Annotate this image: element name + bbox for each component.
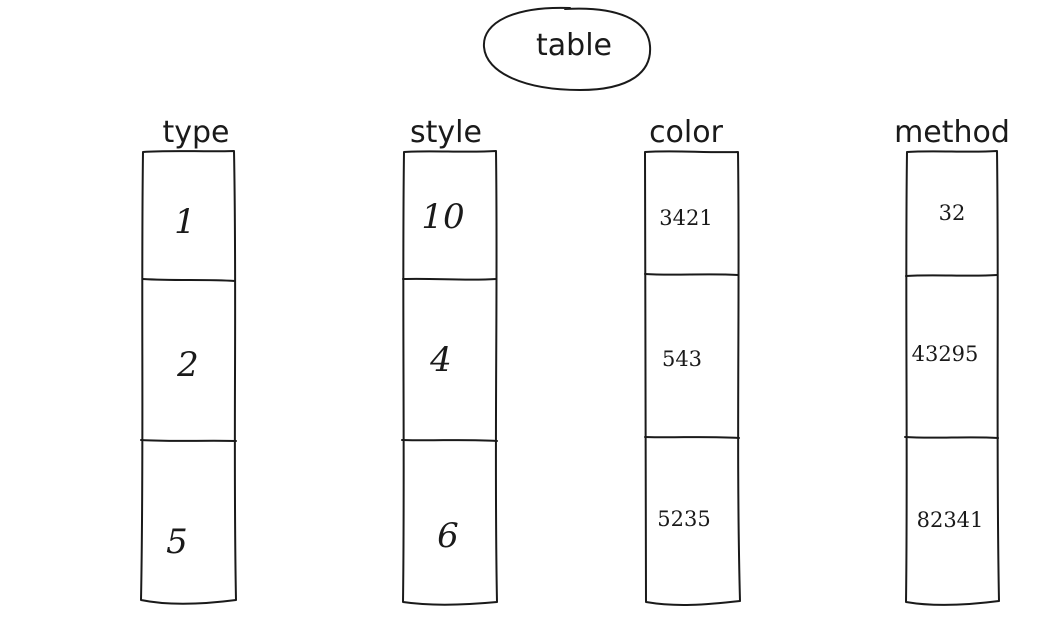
cell-type-3: 5 (166, 522, 188, 562)
cell-color-3: 5235 (657, 507, 710, 531)
cell-method-3: 82341 (917, 508, 984, 532)
column-outline (643, 150, 741, 606)
cell-method-2: 43295 (912, 342, 979, 366)
column-header-color: color (649, 115, 724, 150)
column-header-type: type (162, 115, 229, 150)
column-header-style: style (410, 115, 482, 150)
table-title-node: table (482, 6, 652, 91)
cell-color-2: 543 (662, 347, 702, 371)
cell-style-3: 6 (437, 516, 459, 556)
cell-style-1: 10 (421, 197, 464, 237)
title-ellipse (482, 6, 652, 91)
column-method: method 32 43295 82341 (894, 115, 1010, 606)
column-type: type 1 2 5 (140, 115, 237, 605)
row-divider (644, 436, 740, 439)
column-outline (140, 150, 237, 605)
row-divider (904, 436, 999, 439)
row-divider (140, 439, 237, 442)
row-divider (401, 439, 498, 442)
row-divider (142, 278, 236, 282)
row-divider (644, 273, 739, 276)
cell-color-1: 3421 (659, 206, 712, 230)
row-divider (905, 274, 998, 277)
column-outline (402, 150, 498, 606)
cell-type-1: 1 (174, 202, 196, 242)
row-divider (402, 277, 497, 281)
column-color: color 3421 543 5235 (643, 115, 741, 606)
column-style: style 10 4 6 (401, 115, 498, 606)
cell-method-1: 32 (939, 201, 966, 225)
cell-type-2: 2 (176, 345, 199, 385)
column-outline (905, 150, 1000, 606)
cell-style-2: 4 (429, 340, 452, 380)
column-header-method: method (894, 115, 1010, 150)
table-title: table (536, 28, 612, 63)
